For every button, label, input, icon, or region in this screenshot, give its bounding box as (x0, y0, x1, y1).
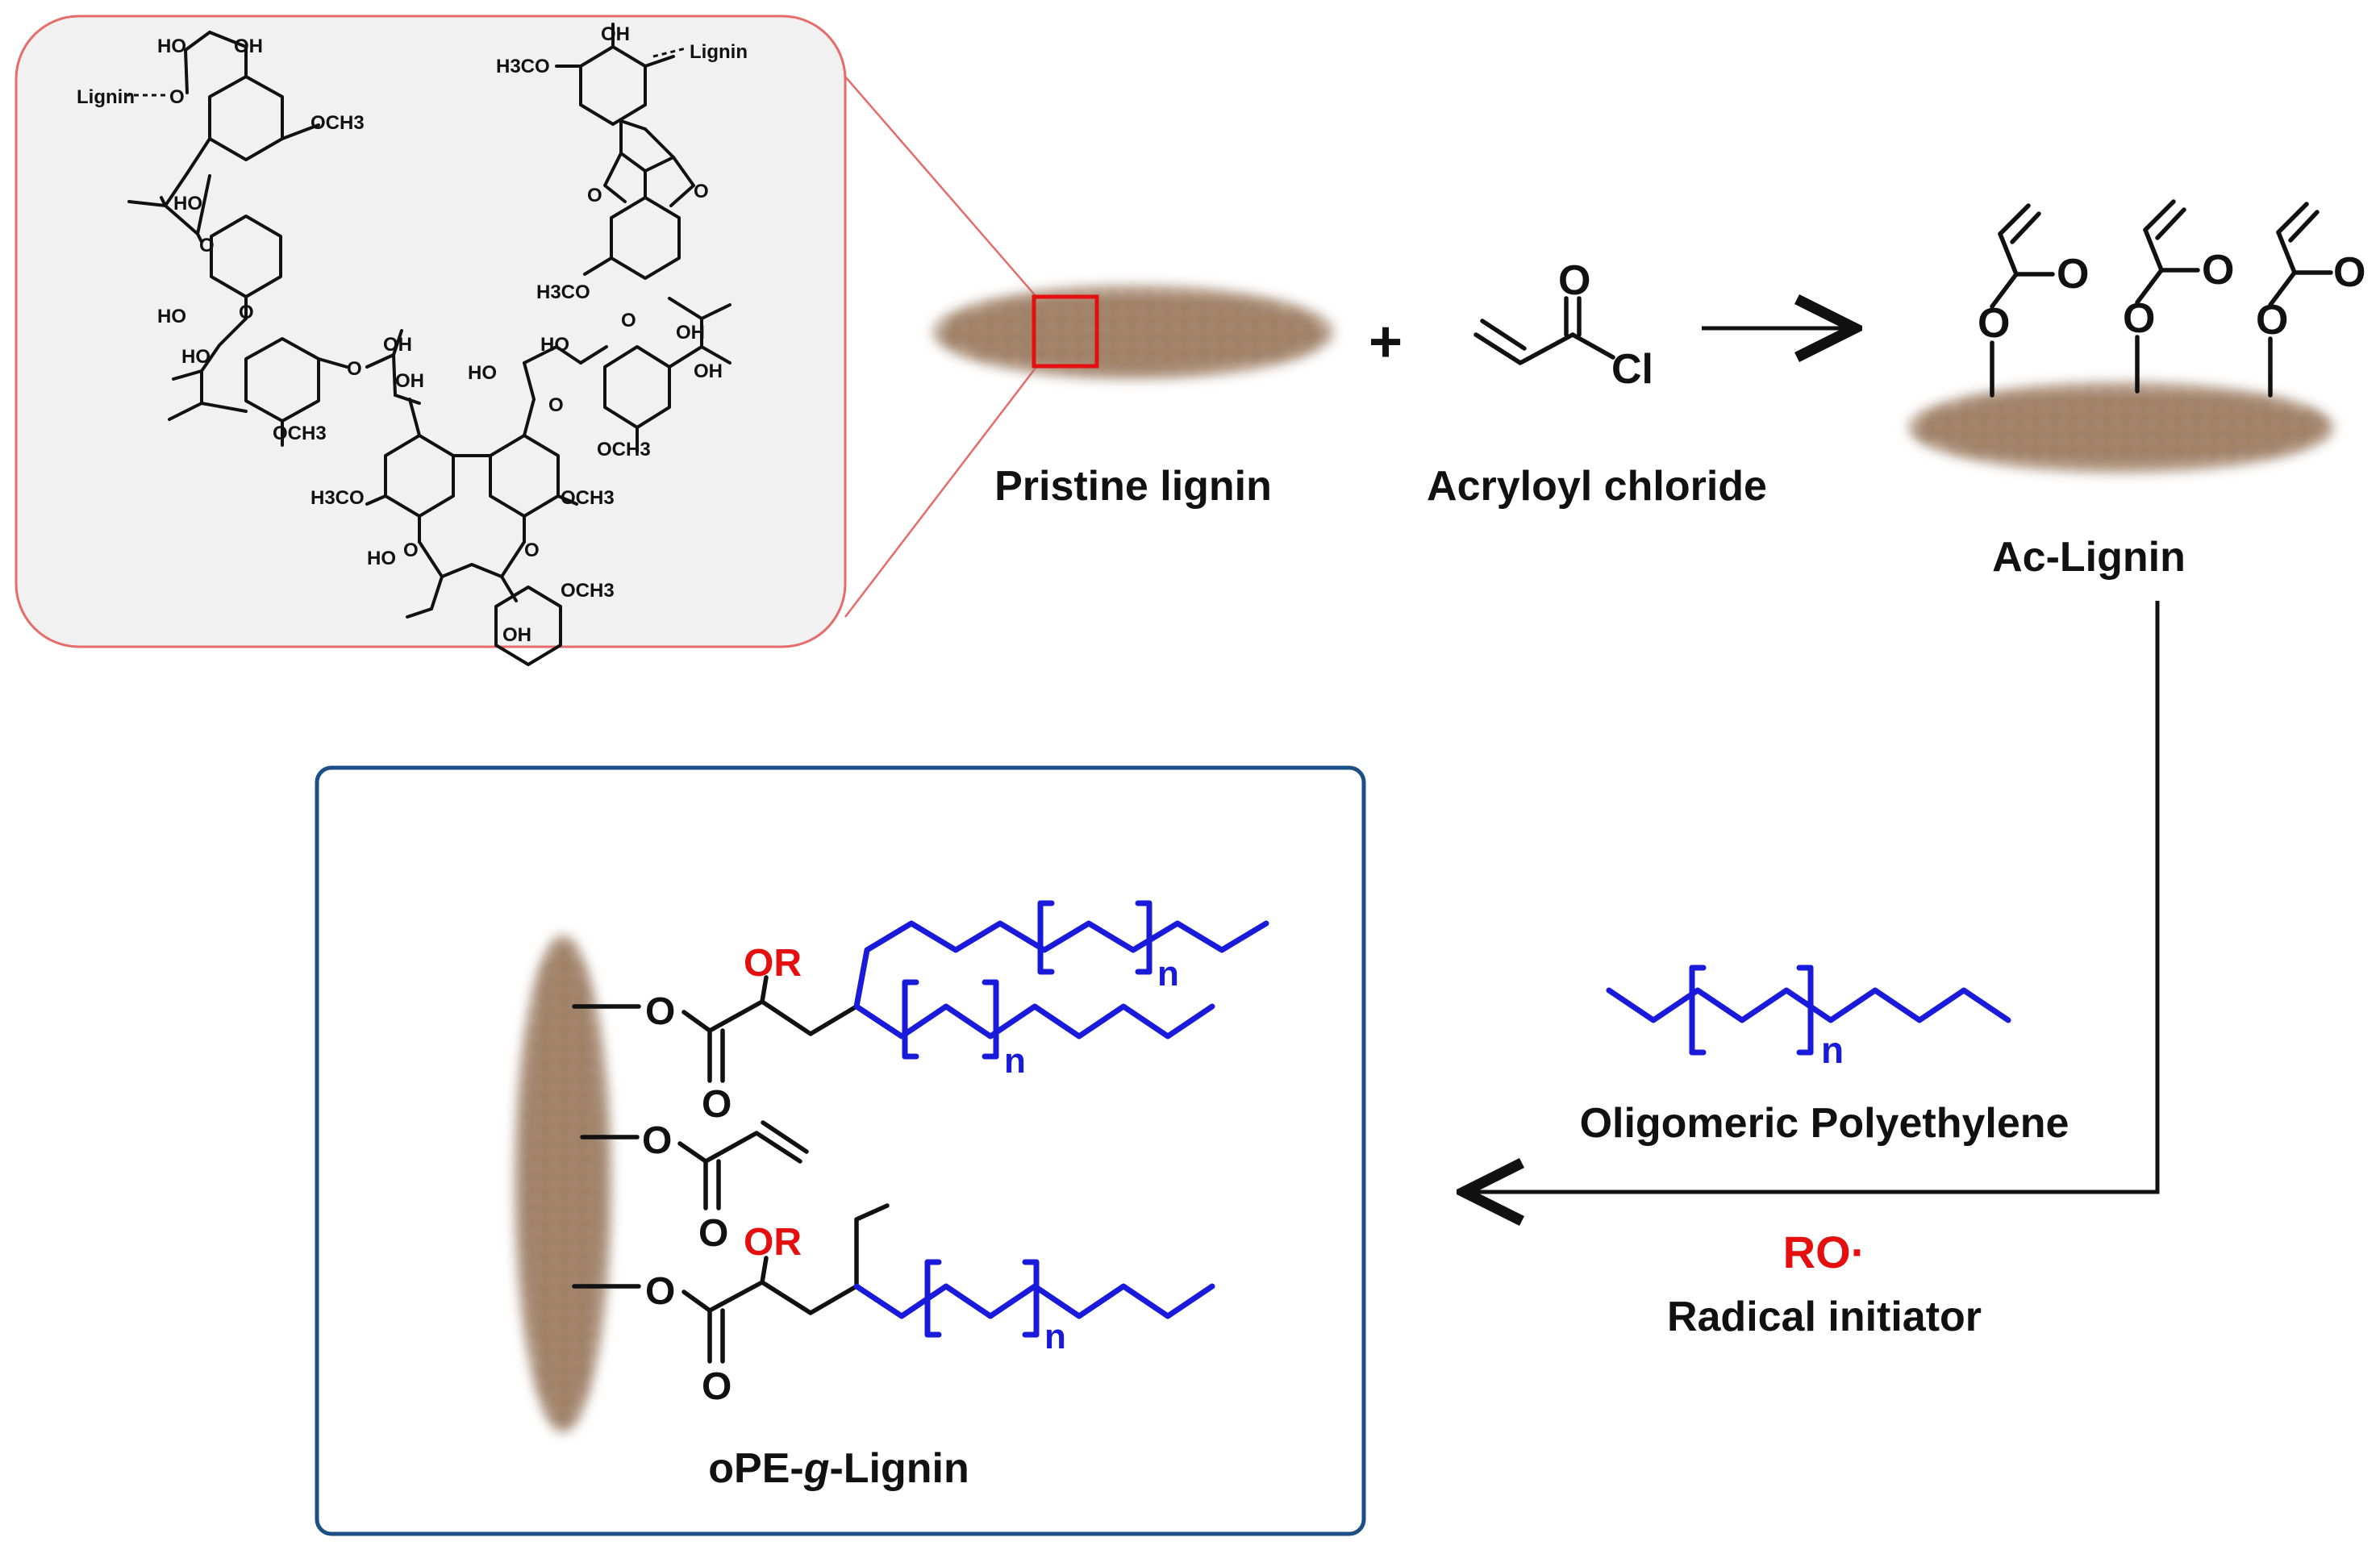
acrylate-group-3 (2268, 202, 2333, 398)
acryloyl-chloride-label: Acryloyl chloride (1427, 463, 1767, 510)
lower-n: n (1044, 1317, 1066, 1356)
product-label-suffix: -Lignin (829, 1445, 969, 1492)
atom-och3-4: OCH3 (561, 580, 615, 602)
ac-lignin-label: Ac-Lignin (1992, 534, 2186, 581)
atom-oh-6: OH (676, 322, 705, 344)
atom-lignin-left: Lignin (77, 86, 135, 108)
upper-n-2: n (1004, 1041, 1026, 1081)
atom-o-acryloyl: O (1558, 257, 1590, 304)
atom-o-2: O (199, 235, 215, 256)
atom-ho-1: HO (157, 35, 186, 57)
atom-ho-7: HO (540, 334, 569, 356)
atom-ho-6: HO (468, 362, 497, 384)
upper-ester-o: O (645, 990, 675, 1033)
atom-h3co-2: H3CO (536, 281, 590, 303)
acrylate-1-carbonyl-o: O (2057, 251, 2089, 298)
atom-oh-4: OH (502, 624, 531, 646)
atom-oh-1: OH (234, 35, 263, 57)
lower-or-group: OR (744, 1221, 802, 1264)
atom-och3-3: OCH3 (561, 487, 615, 509)
product-box: O O OR n n O O (315, 765, 1366, 1536)
atom-ho-4: HO (181, 346, 210, 368)
ac-lignin-particle (1915, 389, 2327, 466)
atom-h3co-1: H3CO (311, 487, 365, 509)
atom-oh-5: OH (694, 360, 723, 382)
oligomeric-polyethylene: n Oligomeric Polyethylene (1580, 965, 2069, 1147)
middle-ester-o: O (642, 1119, 672, 1162)
pe-subscript-n: n (1821, 1029, 1844, 1071)
atom-oh-7: OH (601, 23, 630, 45)
acrylate-1-ester-o: O (1978, 300, 2010, 347)
middle-carbonyl-o: O (698, 1212, 728, 1255)
grafted-chain-upper: O O OR n n (572, 900, 1269, 1126)
upper-carbonyl-o: O (702, 1083, 732, 1126)
atom-och3-2: OCH3 (273, 423, 327, 444)
zoom-box (1032, 294, 1099, 369)
atom-o-6: O (524, 540, 540, 561)
atom-h3co-3: H3CO (496, 56, 550, 77)
atom-oh-2: OH (383, 334, 412, 356)
grafted-chain-lower: O O OR n (572, 1203, 1215, 1408)
lignin-atom-labels: HO OH Lignin O OCH3 O HO O HO HO OH O OH… (77, 23, 748, 646)
product-panel (315, 765, 1366, 1536)
atom-o-9: O (587, 185, 602, 206)
radical-initiator: RO· Radical initiator (1667, 1227, 1982, 1340)
atom-ho-5: HO (367, 548, 396, 569)
upper-n-1: n (1157, 954, 1179, 994)
acrylate-2-carbonyl-o: O (2202, 247, 2234, 294)
ac-lignin: O O O O O O Ac-Lignin (1907, 199, 2365, 581)
radical-initiator-label: Radical initiator (1667, 1294, 1982, 1340)
pristine-lignin-label: Pristine lignin (994, 463, 1272, 510)
pristine-lignin: Pristine lignin (932, 284, 1335, 510)
lignin-structure-inset: HO OH Lignin O OCH3 O HO O HO HO OH O OH… (15, 15, 847, 666)
atom-oh-3: OH (395, 370, 424, 392)
product-label-prefix: oPE- (708, 1445, 803, 1492)
acrylate-group-2 (2135, 199, 2200, 394)
product-label-g: g (803, 1445, 830, 1492)
oligomeric-pe-label: Oligomeric Polyethylene (1580, 1100, 2069, 1147)
pristine-lignin-particle (941, 292, 1325, 373)
product-label: oPE-g-Lignin (708, 1445, 969, 1492)
zoom-connector (844, 76, 1037, 618)
radical-species: RO· (1783, 1227, 1866, 1277)
atom-o-7: O (548, 394, 564, 416)
atom-ho-2: HO (173, 193, 202, 215)
acrylate-3-ester-o: O (2256, 297, 2288, 344)
atom-o-5: O (403, 540, 419, 561)
plus-sign: + (1369, 310, 1403, 374)
arrow-step2 (1464, 601, 2160, 1192)
atom-och3-5: OCH3 (597, 439, 651, 460)
unreacted-acrylate: O O (580, 1119, 809, 1255)
acrylate-group-1 (1990, 203, 2055, 398)
acrylate-2-ester-o: O (2123, 295, 2155, 342)
atom-ho-3: HO (157, 306, 186, 327)
atom-o-10: O (694, 181, 709, 202)
lignin-skeleton (127, 23, 732, 666)
atom-o-1: O (169, 86, 185, 108)
acryloyl-chloride: O Cl Acryloyl chloride (1427, 257, 1767, 510)
inset-panel (15, 15, 847, 648)
lignin-dashed-links (125, 47, 686, 97)
atom-och3-1: OCH3 (311, 112, 365, 134)
upper-or-group: OR (744, 942, 802, 985)
atom-cl: Cl (1611, 346, 1653, 393)
lower-carbonyl-o: O (702, 1365, 732, 1408)
atom-o-3: O (239, 302, 254, 323)
product-lignin-particle (521, 942, 605, 1426)
acrylate-3-carbonyl-o: O (2333, 249, 2365, 296)
atom-o-4: O (347, 358, 362, 380)
atom-o-8: O (621, 310, 636, 331)
lower-ester-o: O (645, 1270, 675, 1313)
atom-lignin-right: Lignin (690, 41, 748, 63)
